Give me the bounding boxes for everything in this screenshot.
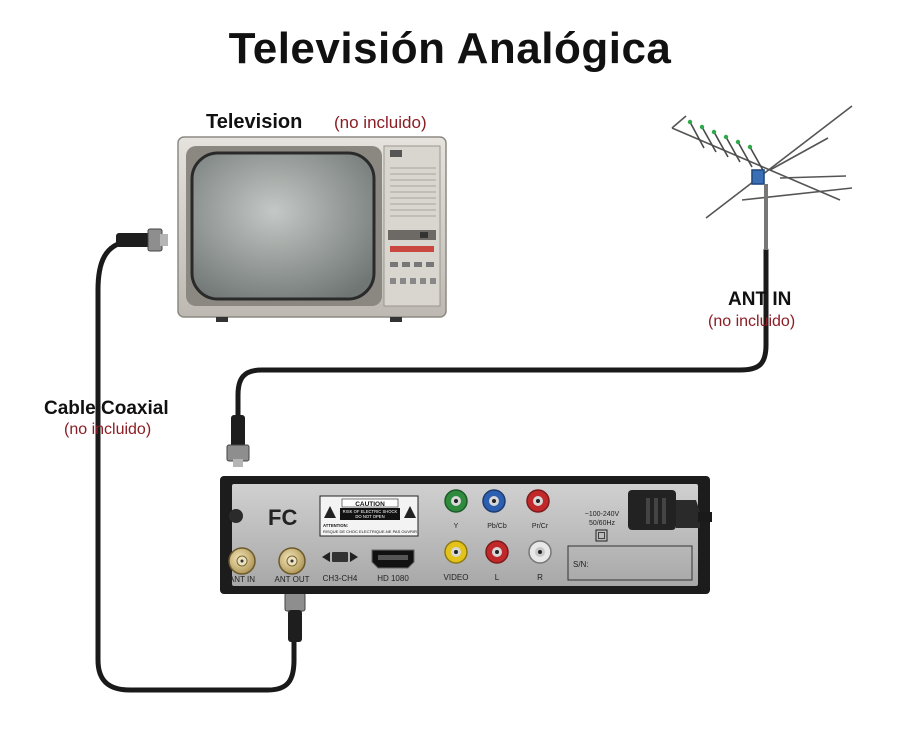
television-note: (no incluido) bbox=[334, 113, 427, 132]
rca-r-jack bbox=[528, 540, 552, 564]
tv-coax-connector bbox=[116, 228, 168, 252]
double-insulation-icon bbox=[595, 529, 608, 542]
rca-y-label: Y bbox=[454, 523, 459, 530]
coaxial-cable-note: (no incluido) bbox=[64, 421, 152, 438]
serial-number-box bbox=[567, 545, 693, 581]
power-cord bbox=[628, 490, 712, 530]
ant-out-connector bbox=[284, 592, 306, 642]
serial-number-label: S/N: bbox=[573, 560, 589, 569]
rca-l-label: L bbox=[495, 573, 500, 582]
rca-pr-label: Pr/Cr bbox=[532, 523, 549, 530]
arrow-right-icon bbox=[350, 552, 358, 562]
rca-video-jack bbox=[444, 540, 468, 564]
ant-in-port-label: ANT IN bbox=[229, 575, 255, 584]
rca-r-label: R bbox=[537, 573, 543, 582]
hdmi-port bbox=[371, 549, 415, 569]
antenna-cable bbox=[235, 247, 769, 421]
ant-out-port bbox=[278, 547, 306, 575]
caution-title: CAUTION bbox=[355, 501, 385, 508]
coaxial-cable-left bbox=[95, 238, 297, 693]
television-label: Television bbox=[206, 111, 303, 133]
channel-switch-label: CH3-CH4 bbox=[323, 574, 358, 583]
rca-pr-jack bbox=[526, 489, 550, 513]
power-freq-label: 50/60Hz bbox=[589, 520, 616, 527]
caution-label: CAUTION RISK OF ELECTRIC SHOCK DO NOT OP… bbox=[319, 495, 419, 537]
page-title: Televisión Analógica bbox=[228, 24, 672, 73]
ant-in-port bbox=[228, 547, 256, 575]
rca-y-jack bbox=[444, 489, 468, 513]
rca-l-jack bbox=[485, 540, 509, 564]
coaxial-cable-label: Cable Coaxial bbox=[44, 398, 169, 419]
caution-line-1: RISK OF ELECTRIC SHOCK bbox=[343, 509, 398, 514]
arrow-left-icon bbox=[322, 552, 330, 562]
tv-speaker-grille bbox=[390, 167, 436, 217]
receiver-box: FC CAUTION RISK OF ELECTRIC SHOCK DO NOT… bbox=[220, 476, 712, 594]
ant-out-port-label: ANT OUT bbox=[275, 575, 310, 584]
rca-pb-label: Pb/Cb bbox=[487, 523, 507, 530]
ant-in-connector bbox=[226, 415, 250, 467]
power-voltage-label: ~100-240V bbox=[585, 511, 620, 518]
antenna-note: (no incluido) bbox=[708, 313, 796, 330]
fcc-logo: FC bbox=[268, 505, 297, 530]
channel-switch bbox=[322, 552, 358, 562]
television bbox=[177, 136, 447, 322]
attention-text: RISQUE DE CHOC ELECTRIQUE-NE PAS OUVRIR bbox=[323, 529, 417, 534]
hdmi-port-label: HD 1080 bbox=[377, 574, 409, 583]
screw-icon bbox=[229, 509, 243, 523]
attention-title: ATTENTION: bbox=[323, 523, 348, 528]
rca-pb-jack bbox=[482, 489, 506, 513]
caution-line-2: DO NOT OPEN bbox=[355, 514, 384, 519]
antenna bbox=[671, 105, 853, 250]
rca-video-label: VIDEO bbox=[444, 573, 469, 582]
antenna-label: ANT IN bbox=[728, 289, 792, 310]
